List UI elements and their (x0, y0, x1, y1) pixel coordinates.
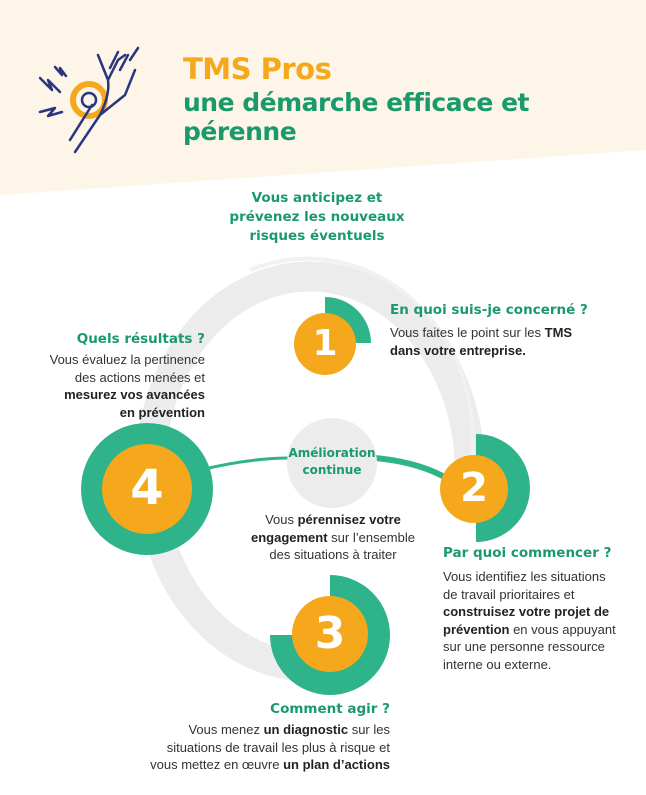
top-note-line: prévenez les nouveaux (229, 209, 405, 225)
center-label-line: continue (302, 463, 362, 477)
step1-title: En quoi suis-je concerné ? (390, 302, 588, 318)
step4-text: Quels résultats ? Vous évaluez la pertin… (20, 330, 205, 421)
step1-circle (294, 313, 356, 375)
step1-text: En quoi suis-je concerné ? Vous faites l… (390, 301, 588, 359)
center-circle (287, 418, 377, 508)
step3-number: 3 (314, 608, 346, 659)
step3-circle (292, 596, 368, 672)
hand-pain-icon (38, 46, 140, 154)
step1-number: 1 (312, 323, 338, 364)
step2-circle (440, 455, 508, 523)
step4-title: Quels résultats ? (76, 331, 205, 347)
step4-number: 4 (130, 460, 164, 516)
center-desc: Vous pérennisez votre engagement sur l’e… (250, 512, 415, 562)
page-subtitle: une démarche efficace et pérenne (183, 88, 529, 146)
top-note-line: Vous anticipez et (251, 190, 383, 206)
header-band (0, 0, 646, 195)
link-line-2 (374, 455, 452, 483)
center-label: Amélioration continue (287, 445, 377, 479)
cycle-ring-thin (249, 256, 475, 471)
step3-text: Comment agir ? Vous menez un diagnostic … (100, 700, 390, 774)
center-label-line: Amélioration (288, 446, 376, 460)
step3-title: Comment agir ? (270, 701, 390, 717)
top-note-line: risques éventuels (249, 228, 385, 244)
page-title: TMS Pros (183, 52, 332, 86)
step2-text: Par quoi commencer ? Vous identifiez les… (443, 544, 616, 673)
top-note: Vous anticipez et prévenez les nouveaux … (217, 189, 417, 246)
step2-number: 2 (460, 465, 488, 511)
cycle-ring (135, 261, 485, 682)
link-line-4 (199, 456, 291, 472)
step2-title: Par quoi commencer ? (443, 545, 612, 561)
step4-circle (102, 444, 192, 534)
